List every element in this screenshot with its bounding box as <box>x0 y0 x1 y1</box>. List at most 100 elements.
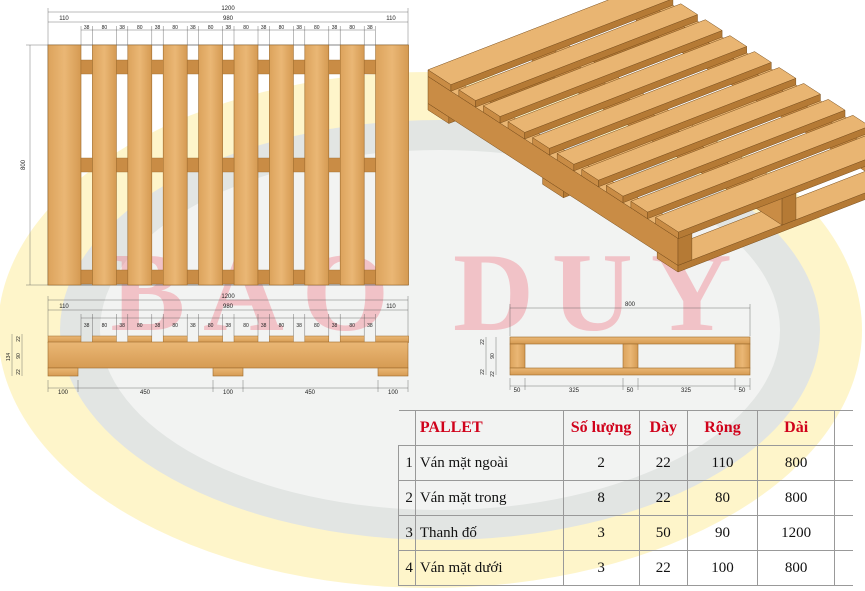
side-bottom-1: 50 <box>514 388 521 394</box>
row-name: Thanh đố <box>414 515 564 551</box>
side-bottom-2: 325 <box>569 388 580 394</box>
deck-board-face-top <box>556 67 797 165</box>
row-length: 1200 <box>756 515 836 551</box>
stringer-segment <box>364 59 376 75</box>
top-board <box>92 44 117 286</box>
stringer-segment <box>151 59 164 75</box>
dim-gap-label: 38 <box>119 323 125 329</box>
row-width: 90 <box>687 515 758 551</box>
front-dim-c: 22 <box>16 369 22 375</box>
deck-board-face-end <box>647 127 865 220</box>
stringer-segment <box>293 269 305 285</box>
row-thickness: 50 <box>638 515 688 551</box>
front-bottom-5: 100 <box>388 390 399 396</box>
dim-gap-label: 80 <box>208 323 214 329</box>
dim-gap-label: 38 <box>84 323 90 329</box>
deck-board-face-top <box>427 0 671 85</box>
front-deck-board <box>375 335 409 343</box>
stringer-segment <box>293 157 305 173</box>
row-thickness: 22 <box>638 550 688 586</box>
stringer-segment <box>222 59 235 75</box>
header-width: Rộng <box>687 410 758 446</box>
table-row: 1 Ván mặt ngoài 2 22 110 800 <box>398 445 853 481</box>
stringer-segment <box>328 59 341 75</box>
row-width: 80 <box>687 480 758 516</box>
top-board <box>375 44 409 286</box>
dim-gap-label: 38 <box>367 25 373 31</box>
dim-gap-label: 38 <box>226 323 232 329</box>
front-dim-right: 110 <box>386 304 396 310</box>
stringer-segment <box>116 157 129 173</box>
dim-gap-label: 38 <box>190 25 196 31</box>
header-pallet: PALLET <box>414 410 564 446</box>
stringer-segment <box>186 59 199 75</box>
side-dim-a: 22 <box>480 339 486 345</box>
stringer-segment <box>116 269 129 285</box>
dim-gap-label: 80 <box>208 25 214 31</box>
deck-board-face-top <box>507 35 748 133</box>
row-index: 4 <box>398 550 416 586</box>
top-board <box>47 44 82 286</box>
side-dim-c: 22 <box>480 369 486 375</box>
row-thickness: 22 <box>638 445 688 481</box>
front-dim-middle: 980 <box>223 304 234 310</box>
front-bottom-1: 100 <box>58 390 69 396</box>
top-board <box>198 44 223 286</box>
pallet-3d-view <box>427 0 865 273</box>
dim-middle: 980 <box>223 16 234 22</box>
dim-gap-label: 38 <box>296 323 302 329</box>
side-view: 800 22 90 22 22 50 325 50 325 50 <box>480 302 751 394</box>
dim-gap-label: 80 <box>172 25 178 31</box>
row-quantity: 3 <box>562 550 640 586</box>
side-dim-top: 800 <box>625 302 636 308</box>
stringer-segment <box>257 269 270 285</box>
dim-gap-label: 80 <box>314 25 320 31</box>
row-width: 110 <box>687 445 758 481</box>
stringer-segment <box>116 59 129 75</box>
dim-gap-label: 80 <box>279 25 285 31</box>
stringer-segment <box>257 59 270 75</box>
row-thickness: 22 <box>638 480 688 516</box>
front-deck-board <box>269 335 294 343</box>
dim-gap-label: 38 <box>261 323 267 329</box>
front-deck-board <box>304 335 330 343</box>
deck-board-face-top <box>581 83 821 181</box>
dim-gap-label: 38 <box>296 25 302 31</box>
stringer-segment <box>293 59 305 75</box>
dim-gap-label: 80 <box>243 25 249 31</box>
front-deck-board <box>127 335 153 343</box>
front-deck-board <box>92 335 117 343</box>
top-board <box>304 44 330 286</box>
stringer-segment <box>80 157 93 173</box>
front-dim-a: 22 <box>16 336 22 342</box>
front-dim-left: 110 <box>59 304 69 310</box>
top-board <box>162 44 188 286</box>
stringer-segment <box>364 157 376 173</box>
deck-board-face-top <box>482 19 723 117</box>
dim-gap-label: 38 <box>155 323 161 329</box>
dim-gap-label: 80 <box>137 323 143 329</box>
stringer-segment <box>364 269 376 285</box>
dim-gap-label: 80 <box>349 25 355 31</box>
dim-gap-label: 80 <box>349 323 355 329</box>
dim-gap-label: 80 <box>314 323 320 329</box>
row-quantity: 3 <box>562 515 640 551</box>
row-index: 2 <box>398 480 416 516</box>
row-index: 3 <box>398 515 416 551</box>
row-index: 1 <box>398 445 416 481</box>
stringer-segment <box>151 157 164 173</box>
stringer-segment <box>328 269 341 285</box>
deck-board-face-end <box>678 159 865 240</box>
front-bottom-3: 100 <box>223 390 234 396</box>
dim-total-length: 1200 <box>221 6 235 12</box>
front-dim-total: 1200 <box>221 294 235 300</box>
stringer-segment <box>80 269 93 285</box>
deck-board-face-top <box>458 3 699 101</box>
row-length: 800 <box>756 480 836 516</box>
row-quantity: 2 <box>562 445 640 481</box>
dim-gap-label: 38 <box>261 25 267 31</box>
dim-gap-label: 38 <box>190 323 196 329</box>
front-deck-board <box>339 335 365 343</box>
dim-width: 800 <box>21 159 27 170</box>
